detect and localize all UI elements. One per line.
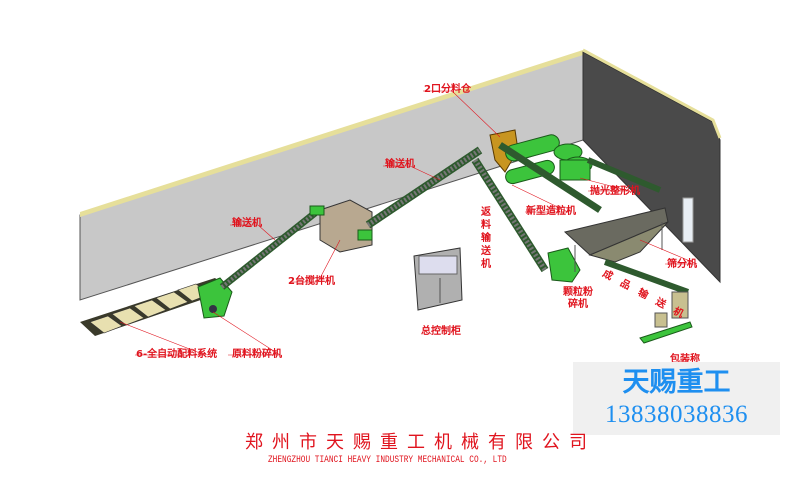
- door: [682, 197, 694, 243]
- leader-lines: [119, 90, 698, 356]
- label-control-cabinet: 总控制柜: [421, 326, 461, 337]
- mixers: [309, 199, 373, 253]
- control-cabinet: [413, 247, 463, 311]
- label-conveyor-upper: 输送机: [385, 159, 415, 170]
- screening-machine: [563, 207, 669, 272]
- label-granule-crusher: 颗粒粉碎机: [563, 287, 593, 310]
- side-wall: [582, 48, 722, 284]
- label-polishing-machine: 抛光整形机: [590, 186, 640, 197]
- granule-crusher: [547, 247, 581, 283]
- return-conveyor: [471, 157, 549, 273]
- label-mixers: 2台搅拌机: [288, 276, 335, 287]
- conveyor-upper: [365, 146, 483, 229]
- phone-number: 13838038836: [605, 401, 748, 428]
- product-conveyor: [603, 259, 690, 295]
- batching-system: [80, 278, 230, 336]
- label-raw-crusher: 原料粉碎机: [232, 349, 282, 360]
- label-return-conveyor: 返料输送机: [481, 207, 491, 270]
- packing-scale: [639, 291, 693, 344]
- label-packing-scale: 包装称: [670, 354, 700, 365]
- label-batching-system: 6-全自动配料系统: [136, 349, 218, 360]
- label-distribution-bin: 2口分料仓: [424, 84, 471, 95]
- contact-badge: 天赐重工 13838038836: [573, 362, 780, 435]
- label-screening-machine: 筛分机: [667, 259, 697, 270]
- company-name-en: ZHENGZHOU TIANCI HEAVY INDUSTRY MECHANIC…: [268, 455, 507, 466]
- brand-name: 天赐重工: [622, 367, 731, 398]
- polishing-machine: [553, 143, 593, 181]
- label-conveyor-lower: 输送机: [232, 218, 262, 229]
- label-granulator: 新型造粒机: [526, 206, 576, 217]
- conveyor-to-screen: [498, 142, 662, 213]
- conveyor-lower: [219, 210, 318, 290]
- company-name-cn: 郑州市天赐重工机械有限公司: [245, 432, 596, 453]
